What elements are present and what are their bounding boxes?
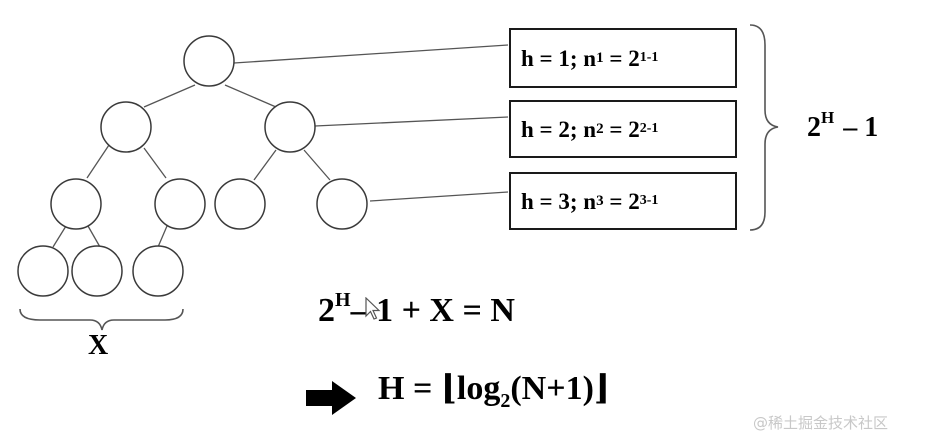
leaf-brace [19, 308, 184, 331]
leaf-count-label: X [88, 330, 109, 361]
tree-edge [86, 144, 110, 179]
eq1-base: 2 [318, 292, 335, 329]
tree-node [17, 245, 69, 297]
arrow-right-icon [306, 381, 356, 415]
tree-edge [253, 149, 277, 181]
mouse-cursor-icon [365, 297, 381, 320]
level-2-eq: = 2 [603, 116, 640, 142]
tree-edge [143, 147, 167, 179]
sum-exp: H [821, 108, 835, 127]
eq1-exp: H [335, 289, 351, 311]
tree-edge [52, 225, 67, 248]
level-3-eq: = 2 [603, 188, 640, 214]
node-count-equation: 2H– 1 + X = N [318, 289, 515, 330]
sum-rest: – 1 [836, 112, 879, 143]
eq1-rest: – 1 + X = N [350, 292, 515, 329]
watermark: @稀土掘金技术社区 [753, 414, 889, 432]
level-1-eq: = 2 [603, 45, 640, 71]
tree-node [183, 35, 235, 87]
tree-node [71, 245, 123, 297]
level-connector [369, 191, 509, 202]
tree-edge [157, 225, 168, 248]
levels-brace [749, 24, 779, 231]
level-2-exp: 2-1 [639, 121, 659, 136]
total-nodes-formula: 2H – 1 [807, 108, 878, 144]
eq2-lhs: H = ⌊log [378, 370, 501, 407]
tree-node [100, 101, 152, 153]
tree-node [154, 178, 206, 230]
tree-node [214, 178, 266, 230]
height-equation: H = ⌊log2(N+1)⌋ [378, 368, 610, 413]
sum-base: 2 [807, 112, 821, 143]
eq2-sub: 2 [500, 390, 511, 412]
level-2-sub: 2 [596, 120, 604, 137]
level-connector [233, 44, 509, 64]
level-3-label: h = 3; n [521, 188, 597, 214]
level-1-sub: 1 [596, 49, 604, 66]
tree-node [264, 101, 316, 153]
level-3-sub: 3 [596, 192, 604, 209]
tree-edge [303, 149, 331, 181]
tree-node [50, 178, 102, 230]
level-1-label: h = 1; n [521, 45, 597, 71]
level-3-exp: 3-1 [639, 193, 659, 208]
level-connector [314, 116, 509, 127]
level-2-label: h = 2; n [521, 116, 597, 142]
tree-node [132, 245, 184, 297]
tree-node [316, 178, 368, 230]
eq2-rhs: (N+1)⌋ [510, 370, 611, 407]
tree-edge [87, 225, 101, 248]
tree-edge [143, 84, 196, 108]
tree-edge [224, 84, 277, 108]
level-1-exp: 1-1 [639, 50, 659, 65]
